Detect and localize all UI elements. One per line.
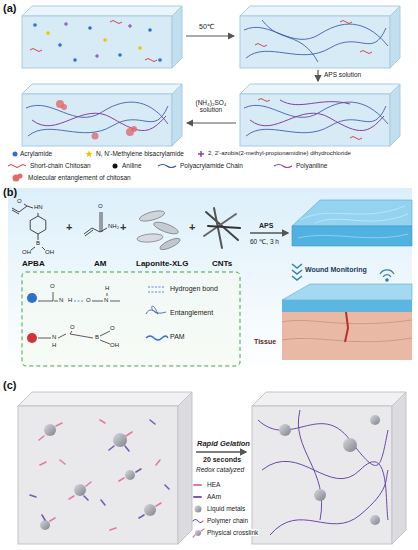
laponite xyxy=(137,209,182,252)
legend-text: Acrylamide xyxy=(20,150,52,157)
condition-label: APS xyxy=(259,222,273,230)
atom-label: N xyxy=(59,297,63,304)
cube-6 xyxy=(252,392,406,544)
cnts xyxy=(204,208,240,248)
plus-sign: + xyxy=(66,221,72,233)
stage-label: Wound Monitoring xyxy=(305,266,367,274)
atom-label: OH xyxy=(110,342,119,349)
legend-text: Liquid metals xyxy=(206,505,246,512)
cube-1 xyxy=(22,6,182,68)
atom-label: O xyxy=(17,198,22,205)
am-structure xyxy=(84,212,107,236)
process-arrow xyxy=(187,122,236,123)
condition-label: (NH₄)₂SO₄ solution xyxy=(186,99,236,113)
atom-label: H xyxy=(68,297,72,304)
atom-label: HN xyxy=(34,204,43,211)
atom-label: O xyxy=(98,203,103,210)
legend-text: Physical crosslink xyxy=(206,529,259,536)
tissue-label: Tissue xyxy=(254,338,276,346)
process-arrow xyxy=(196,451,246,452)
bond-structures xyxy=(27,287,168,344)
reagent-label: APBA xyxy=(22,260,45,269)
atom-label: OH xyxy=(45,249,54,256)
atom-label: N xyxy=(104,297,108,304)
condition-label: 50℃ xyxy=(199,23,215,31)
apba-structure xyxy=(12,204,46,250)
plus-sign: + xyxy=(189,221,195,233)
hydrogel-slab xyxy=(292,200,412,246)
down-chevrons xyxy=(292,264,302,280)
dashed-frame xyxy=(22,272,240,366)
panel-label: (a) xyxy=(3,2,16,14)
panel-label: (c) xyxy=(3,379,16,391)
legend-text: PAM xyxy=(170,333,185,341)
atom-label: OH xyxy=(22,249,31,256)
atom-label: NH₂ xyxy=(108,223,119,230)
process-arrow xyxy=(317,70,318,81)
legend-text: AAm xyxy=(206,493,222,500)
atom-label: O xyxy=(110,325,115,332)
atom-label: H xyxy=(105,285,109,292)
legend-text: N, N'-Methylene bisacrylamide xyxy=(96,150,184,157)
legend-text: 2, 2'-azobis(2-methyl-propionamidine) di… xyxy=(208,150,351,157)
process-label: Rapid Gelation xyxy=(197,440,250,448)
cube-2 xyxy=(240,6,400,68)
legend-text: Aniline xyxy=(122,162,142,169)
legend-text: Hydrogen bond xyxy=(170,285,218,293)
legend-text: Molecular entanglement of chitosan xyxy=(28,174,131,181)
legend-text: HEA xyxy=(206,481,221,488)
legend-text: Short-chain Chitosan xyxy=(30,162,91,169)
cube-5 xyxy=(18,392,192,544)
atom-label: O xyxy=(70,324,75,331)
cube-3 xyxy=(240,84,400,146)
legend-text: Polyaniline xyxy=(296,162,327,169)
atom-label: O xyxy=(86,297,91,304)
reagent-label: Laponite-XLG xyxy=(136,260,188,269)
condition-label: APS solution xyxy=(324,71,361,78)
panel-label: (b) xyxy=(3,186,17,198)
process-label: Redox catalyzed xyxy=(196,466,244,473)
reagent-label: AM xyxy=(94,260,106,269)
reagent-label: CNTs xyxy=(212,260,232,269)
cube-4 xyxy=(22,84,182,146)
legend-symbols-c xyxy=(193,485,204,537)
atom-label: B xyxy=(36,240,40,247)
process-label: 20 seconds xyxy=(203,456,241,464)
atom-label: N xyxy=(52,334,56,341)
wifi-symbol xyxy=(380,270,394,281)
process-arrow xyxy=(186,35,234,36)
plus-sign: + xyxy=(120,221,126,233)
process-arrow xyxy=(250,232,288,233)
legend-text: Polyacrylamide Chain xyxy=(180,162,243,169)
atom-label: H xyxy=(52,342,56,349)
atom-label: O xyxy=(50,283,55,290)
condition-label: 60 ℃, 3 h xyxy=(250,238,279,245)
panel-ground xyxy=(8,188,412,372)
tissue-slab xyxy=(282,284,412,360)
legend-text: Entanglement xyxy=(170,309,213,317)
atom-label: B xyxy=(95,334,99,341)
legend-text: Polymer chain xyxy=(206,517,249,524)
